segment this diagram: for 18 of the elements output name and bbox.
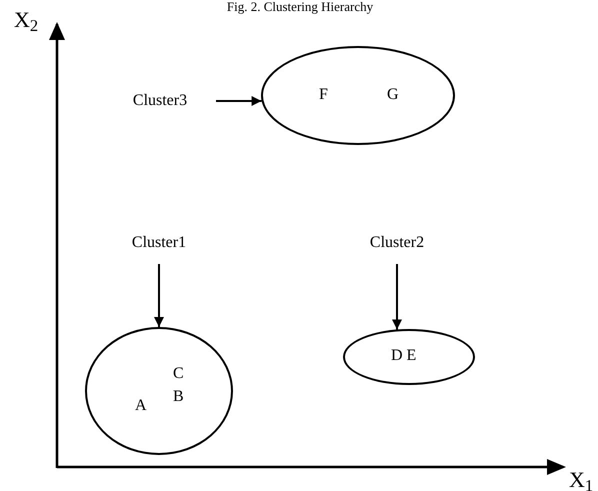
arrow: [154, 264, 164, 327]
point-label: C: [173, 365, 184, 383]
cluster-ellipse: [261, 46, 455, 145]
cluster-label: Cluster2: [350, 232, 444, 254]
cluster-label: Cluster3: [112, 90, 208, 112]
cluster-label: Cluster1: [112, 232, 206, 254]
arrow: [392, 264, 402, 330]
axis-label: X$_{1}$: [569, 468, 594, 491]
arrow: [216, 96, 262, 106]
point-label: A: [135, 397, 147, 415]
axis-label: X$_{2}$: [14, 8, 38, 32]
cluster-ellipse: [343, 329, 475, 385]
figure-title: Fig. 2. Clustering Hierarchy: [226, 0, 374, 14]
point-label: B: [173, 388, 184, 406]
point-label: D E: [391, 347, 416, 365]
point-label: F: [319, 86, 328, 104]
point-label: G: [387, 86, 399, 104]
cluster-ellipse: [85, 327, 233, 455]
